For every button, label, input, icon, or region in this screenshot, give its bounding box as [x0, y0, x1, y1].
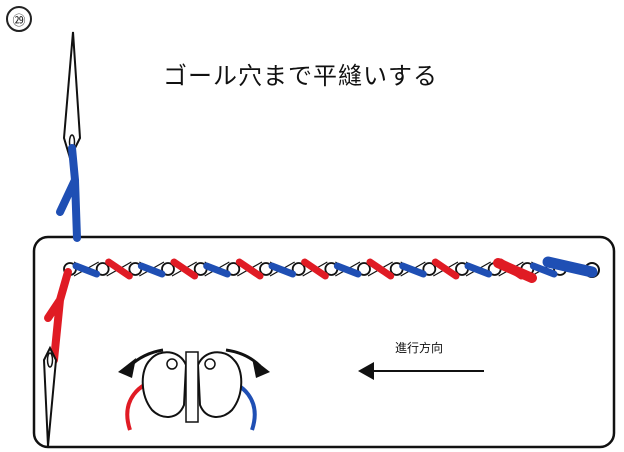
thread-red-stitch [431, 258, 460, 280]
thread-red-stitch [235, 258, 264, 280]
thread-red-stitch [366, 258, 395, 280]
thread-red-stitch [170, 258, 199, 280]
stitch-hole [291, 262, 306, 276]
thread-blue-stitch [72, 262, 101, 278]
needle-icon [62, 31, 82, 161]
stitch-hole [226, 262, 241, 276]
stitch-hole [95, 262, 110, 276]
thread-blue-stitch [203, 262, 231, 278]
hands-icon [125, 351, 257, 431]
thread-blue-stitch [268, 262, 297, 278]
rotate-arrow-left-icon [118, 348, 164, 378]
thread-blue-end [542, 256, 598, 278]
thread-blue-stitch [333, 262, 362, 278]
step-number-badge: ㉙ [6, 6, 32, 32]
arrow-left-icon [358, 362, 484, 380]
stitch-hole [422, 262, 437, 276]
thread-blue-stitch [137, 262, 166, 278]
thread-red-stitch [301, 258, 329, 280]
needle-icon [42, 345, 58, 447]
direction-label: 進行方向 [395, 341, 444, 355]
stitch-hole [357, 262, 371, 276]
page-title: ゴール穴まで平縫いする [163, 62, 438, 90]
rotate-arrow-right-icon [225, 348, 270, 378]
stitch-hole [161, 262, 175, 276]
thread-red-end [493, 258, 537, 283]
thread-blue-stitch [399, 262, 427, 278]
thread-blue-stitch [529, 262, 558, 278]
thread-blue-needle [56, 144, 81, 242]
thread-red-stitch [105, 258, 133, 280]
thread-red-corner [44, 268, 72, 364]
thread-blue-stitch [464, 262, 493, 278]
